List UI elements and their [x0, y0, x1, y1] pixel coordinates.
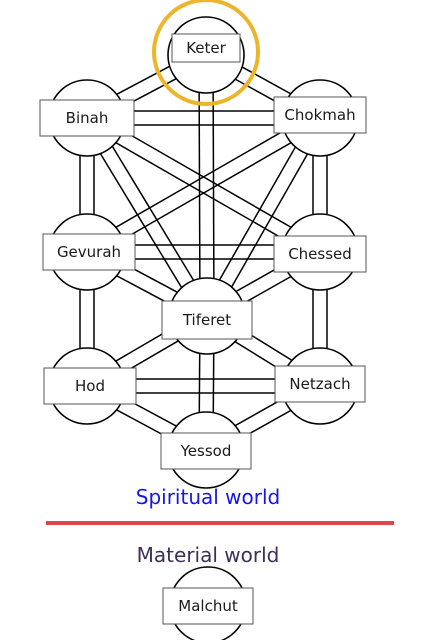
path-edge [83, 111, 317, 247]
malchut-label-box [162, 587, 254, 625]
yessod-label: Yessod [180, 442, 232, 460]
malchut-label: Malchut [178, 597, 238, 615]
path-edge [92, 113, 214, 313]
netzach-label: Netzach [289, 375, 350, 393]
sefira-chessed[interactable]: Chessed [273, 235, 367, 273]
sefira-binah[interactable]: Binah [39, 99, 135, 137]
sefira-tiferet[interactable]: Tiferet [161, 300, 253, 340]
sefira-netzach[interactable]: Netzach [274, 365, 366, 403]
keter-label-box [171, 33, 241, 63]
path-binah-tiferet [80, 113, 214, 321]
sefira-chokmah[interactable]: Chokmah [273, 96, 367, 134]
sefira-keter[interactable]: Keter [171, 33, 241, 63]
tiferet-label-box [161, 300, 253, 340]
hod-label-box [43, 367, 137, 405]
tiferet-label: Tiferet [182, 311, 231, 329]
binah-label: Binah [66, 109, 109, 127]
chessed-label: Chessed [288, 245, 352, 263]
path-keter-tiferet [198, 54, 215, 317]
sefira-gevurah[interactable]: Gevurah [42, 233, 136, 271]
netzach-label-box [274, 365, 366, 403]
path-edge [198, 55, 201, 317]
material-world-label: Material world [137, 543, 280, 567]
hod-label: Hod [75, 377, 105, 395]
sefira-malchut[interactable]: Malchut [162, 587, 254, 625]
binah-label-box [39, 99, 135, 137]
keter-highlight-ring [152, 0, 260, 106]
keter-label: Keter [186, 39, 226, 57]
sefira-hod[interactable]: Hod [43, 367, 137, 405]
gevurah-label-box [42, 233, 136, 271]
chokmah-label-box [273, 96, 367, 134]
path-edge [80, 121, 202, 321]
gevurah-label: Gevurah [57, 243, 121, 261]
spiritual-world-label: Spiritual world [136, 485, 280, 509]
yessod-label-box [160, 432, 252, 470]
chokmah-label: Chokmah [284, 106, 355, 124]
sefira-yessod[interactable]: Yessod [160, 432, 252, 470]
path-edge [212, 54, 215, 316]
chessed-label-box [273, 235, 367, 273]
